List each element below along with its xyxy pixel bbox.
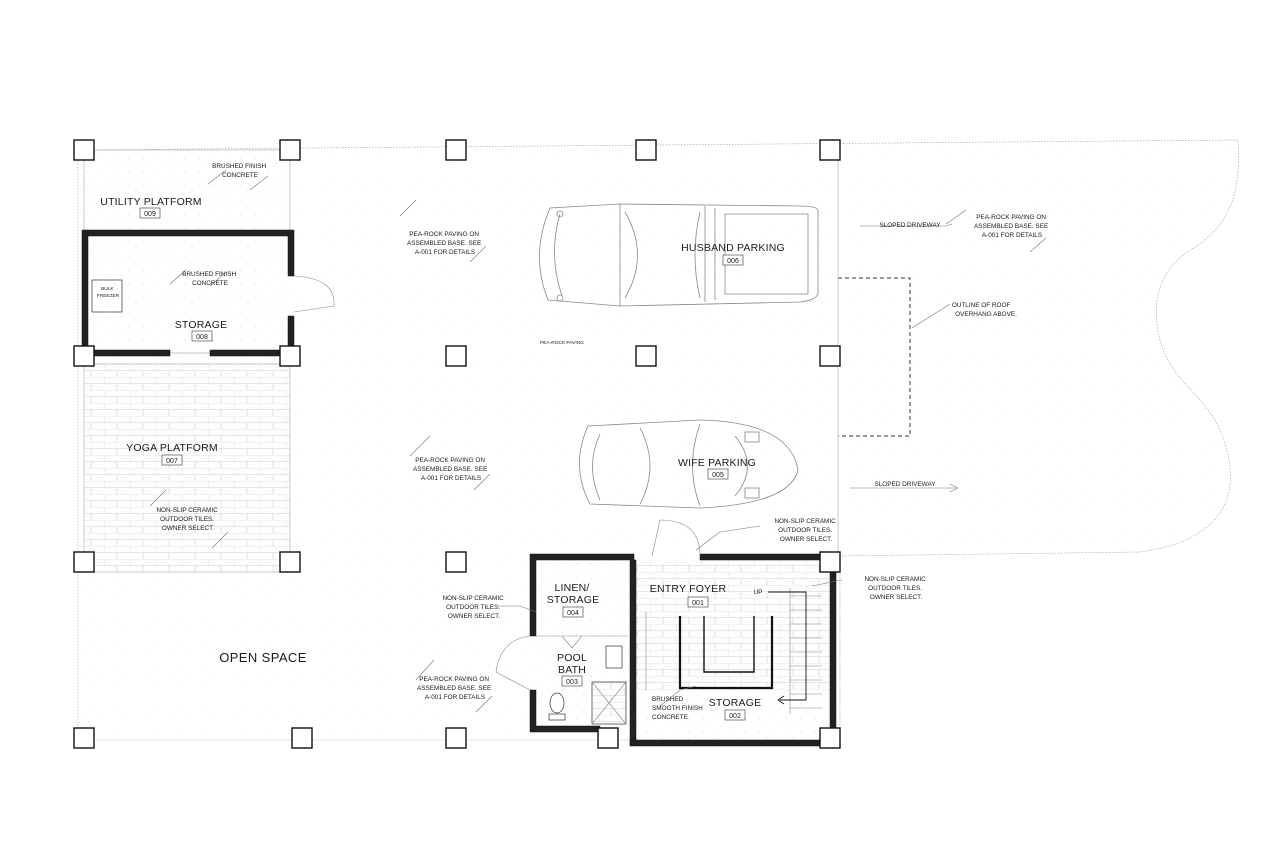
column bbox=[597, 727, 619, 749]
linen-label-line2: STORAGE bbox=[547, 594, 600, 606]
pool-bath-line2: BATH bbox=[558, 664, 586, 676]
column bbox=[279, 345, 301, 367]
storage-008-number: 008 bbox=[196, 334, 208, 341]
note-tiles-entry: NON-SLIP CERAMIC OUTDOOR TILES. OWNER SE… bbox=[774, 518, 837, 543]
note-leaders bbox=[149, 169, 1047, 713]
column bbox=[819, 139, 841, 161]
interior-stair-core bbox=[703, 616, 755, 673]
husband-parking-number: 006 bbox=[727, 258, 739, 265]
column bbox=[279, 551, 301, 573]
bulk-freezer-outline bbox=[91, 279, 123, 313]
note-roof-overhang: OUTLINE OF ROOF OVERHANG ABOVE. bbox=[952, 302, 1017, 318]
column bbox=[819, 727, 841, 749]
column bbox=[819, 345, 841, 367]
storage-002-number: 002 bbox=[729, 713, 741, 720]
column bbox=[819, 551, 841, 573]
yoga-platform-label: YOGA PLATFORM bbox=[126, 442, 218, 454]
column bbox=[445, 139, 467, 161]
column bbox=[445, 345, 467, 367]
storage-008-label: STORAGE bbox=[175, 319, 228, 331]
linen-number: 004 bbox=[567, 610, 579, 617]
note-brushed-smooth: BRUSHED SMOOTH FINISH CONCRETE bbox=[652, 696, 705, 721]
note-bulk-freezer: BULK FREEZER bbox=[97, 286, 120, 299]
note-sloped-driveway-1: SLOPED DRIVEWAY bbox=[879, 222, 941, 229]
note-tiles-yoga: NON-SLIP CERAMIC OUTDOOR TILES. OWNER SE… bbox=[156, 507, 219, 532]
note-pea-rock-4: PEA-ROCK PAVING ON ASSEMBLED BASE. SEE A… bbox=[974, 214, 1050, 239]
site-boundary bbox=[77, 139, 1239, 741]
open-space-label: OPEN SPACE bbox=[219, 650, 307, 665]
note-pea-rock-3: PEA-ROCK PAVING ON ASSEMBLED BASE. SEE A… bbox=[417, 676, 493, 701]
truck-outline bbox=[539, 203, 819, 307]
column bbox=[73, 345, 95, 367]
bath-door bbox=[495, 635, 531, 691]
column bbox=[73, 139, 95, 161]
note-sloped-driveway-2: SLOPED DRIVEWAY bbox=[874, 481, 936, 488]
entry-door bbox=[651, 519, 701, 557]
wife-parking-number: 005 bbox=[712, 472, 724, 479]
column bbox=[73, 551, 95, 573]
utility-platform-label: UTILITY PLATFORM bbox=[100, 196, 201, 208]
note-brushed-concrete-2: BRUSHED FINISH CONCRETE bbox=[182, 271, 238, 287]
structural-columns bbox=[73, 139, 841, 749]
note-tiles-stair: NON-SLIP CERAMIC OUTDOOR TILES. OWNER SE… bbox=[864, 576, 927, 601]
roof-overhang-outline bbox=[838, 277, 911, 437]
toilet bbox=[549, 692, 565, 714]
column bbox=[73, 727, 95, 749]
wife-parking-label: WIFE PARKING bbox=[678, 457, 756, 469]
column bbox=[279, 139, 301, 161]
husband-parking-label: HUSBAND PARKING bbox=[681, 242, 785, 254]
column bbox=[291, 727, 313, 749]
column bbox=[445, 727, 467, 749]
entry-foyer-label: ENTRY FOYER bbox=[650, 583, 727, 595]
note-pea-rock-small: PEA-ROCK PAVING bbox=[540, 340, 584, 346]
yoga-platform-tiles bbox=[83, 363, 291, 573]
pool-bath-line1: POOL bbox=[557, 652, 587, 664]
column bbox=[445, 551, 467, 573]
utility-platform-number: 009 bbox=[144, 211, 156, 218]
sink bbox=[605, 645, 623, 669]
note-tiles-bath: NON-SLIP CERAMIC OUTDOOR TILES. OWNER SE… bbox=[442, 595, 505, 620]
utility-platform-area bbox=[83, 149, 291, 233]
stair-arrow bbox=[768, 591, 807, 705]
stair-up-label: UP bbox=[754, 589, 763, 596]
column bbox=[635, 345, 657, 367]
storage-002-label: STORAGE bbox=[709, 697, 762, 709]
linen-label-line1: LINEN/ bbox=[554, 582, 589, 594]
note-pea-rock-1: PEA-ROCK PAVING ON ASSEMBLED BASE. SEE A… bbox=[407, 231, 483, 256]
car-outline bbox=[579, 419, 799, 509]
entry-foyer-number: 001 bbox=[692, 600, 704, 607]
note-pea-rock-2: PEA-ROCK PAVING ON ASSEMBLED BASE. SEE A… bbox=[413, 457, 489, 482]
interior-stair-wall bbox=[678, 616, 774, 690]
yoga-platform-number: 007 bbox=[166, 458, 178, 465]
linen-door bbox=[561, 635, 583, 649]
pool-bath-number: 003 bbox=[566, 679, 578, 686]
note-brushed-concrete-1: BRUSHED FINISH CONCRETE bbox=[212, 163, 268, 179]
column bbox=[635, 139, 657, 161]
storage-008-floor bbox=[88, 236, 288, 354]
storage-008-door bbox=[293, 275, 335, 313]
